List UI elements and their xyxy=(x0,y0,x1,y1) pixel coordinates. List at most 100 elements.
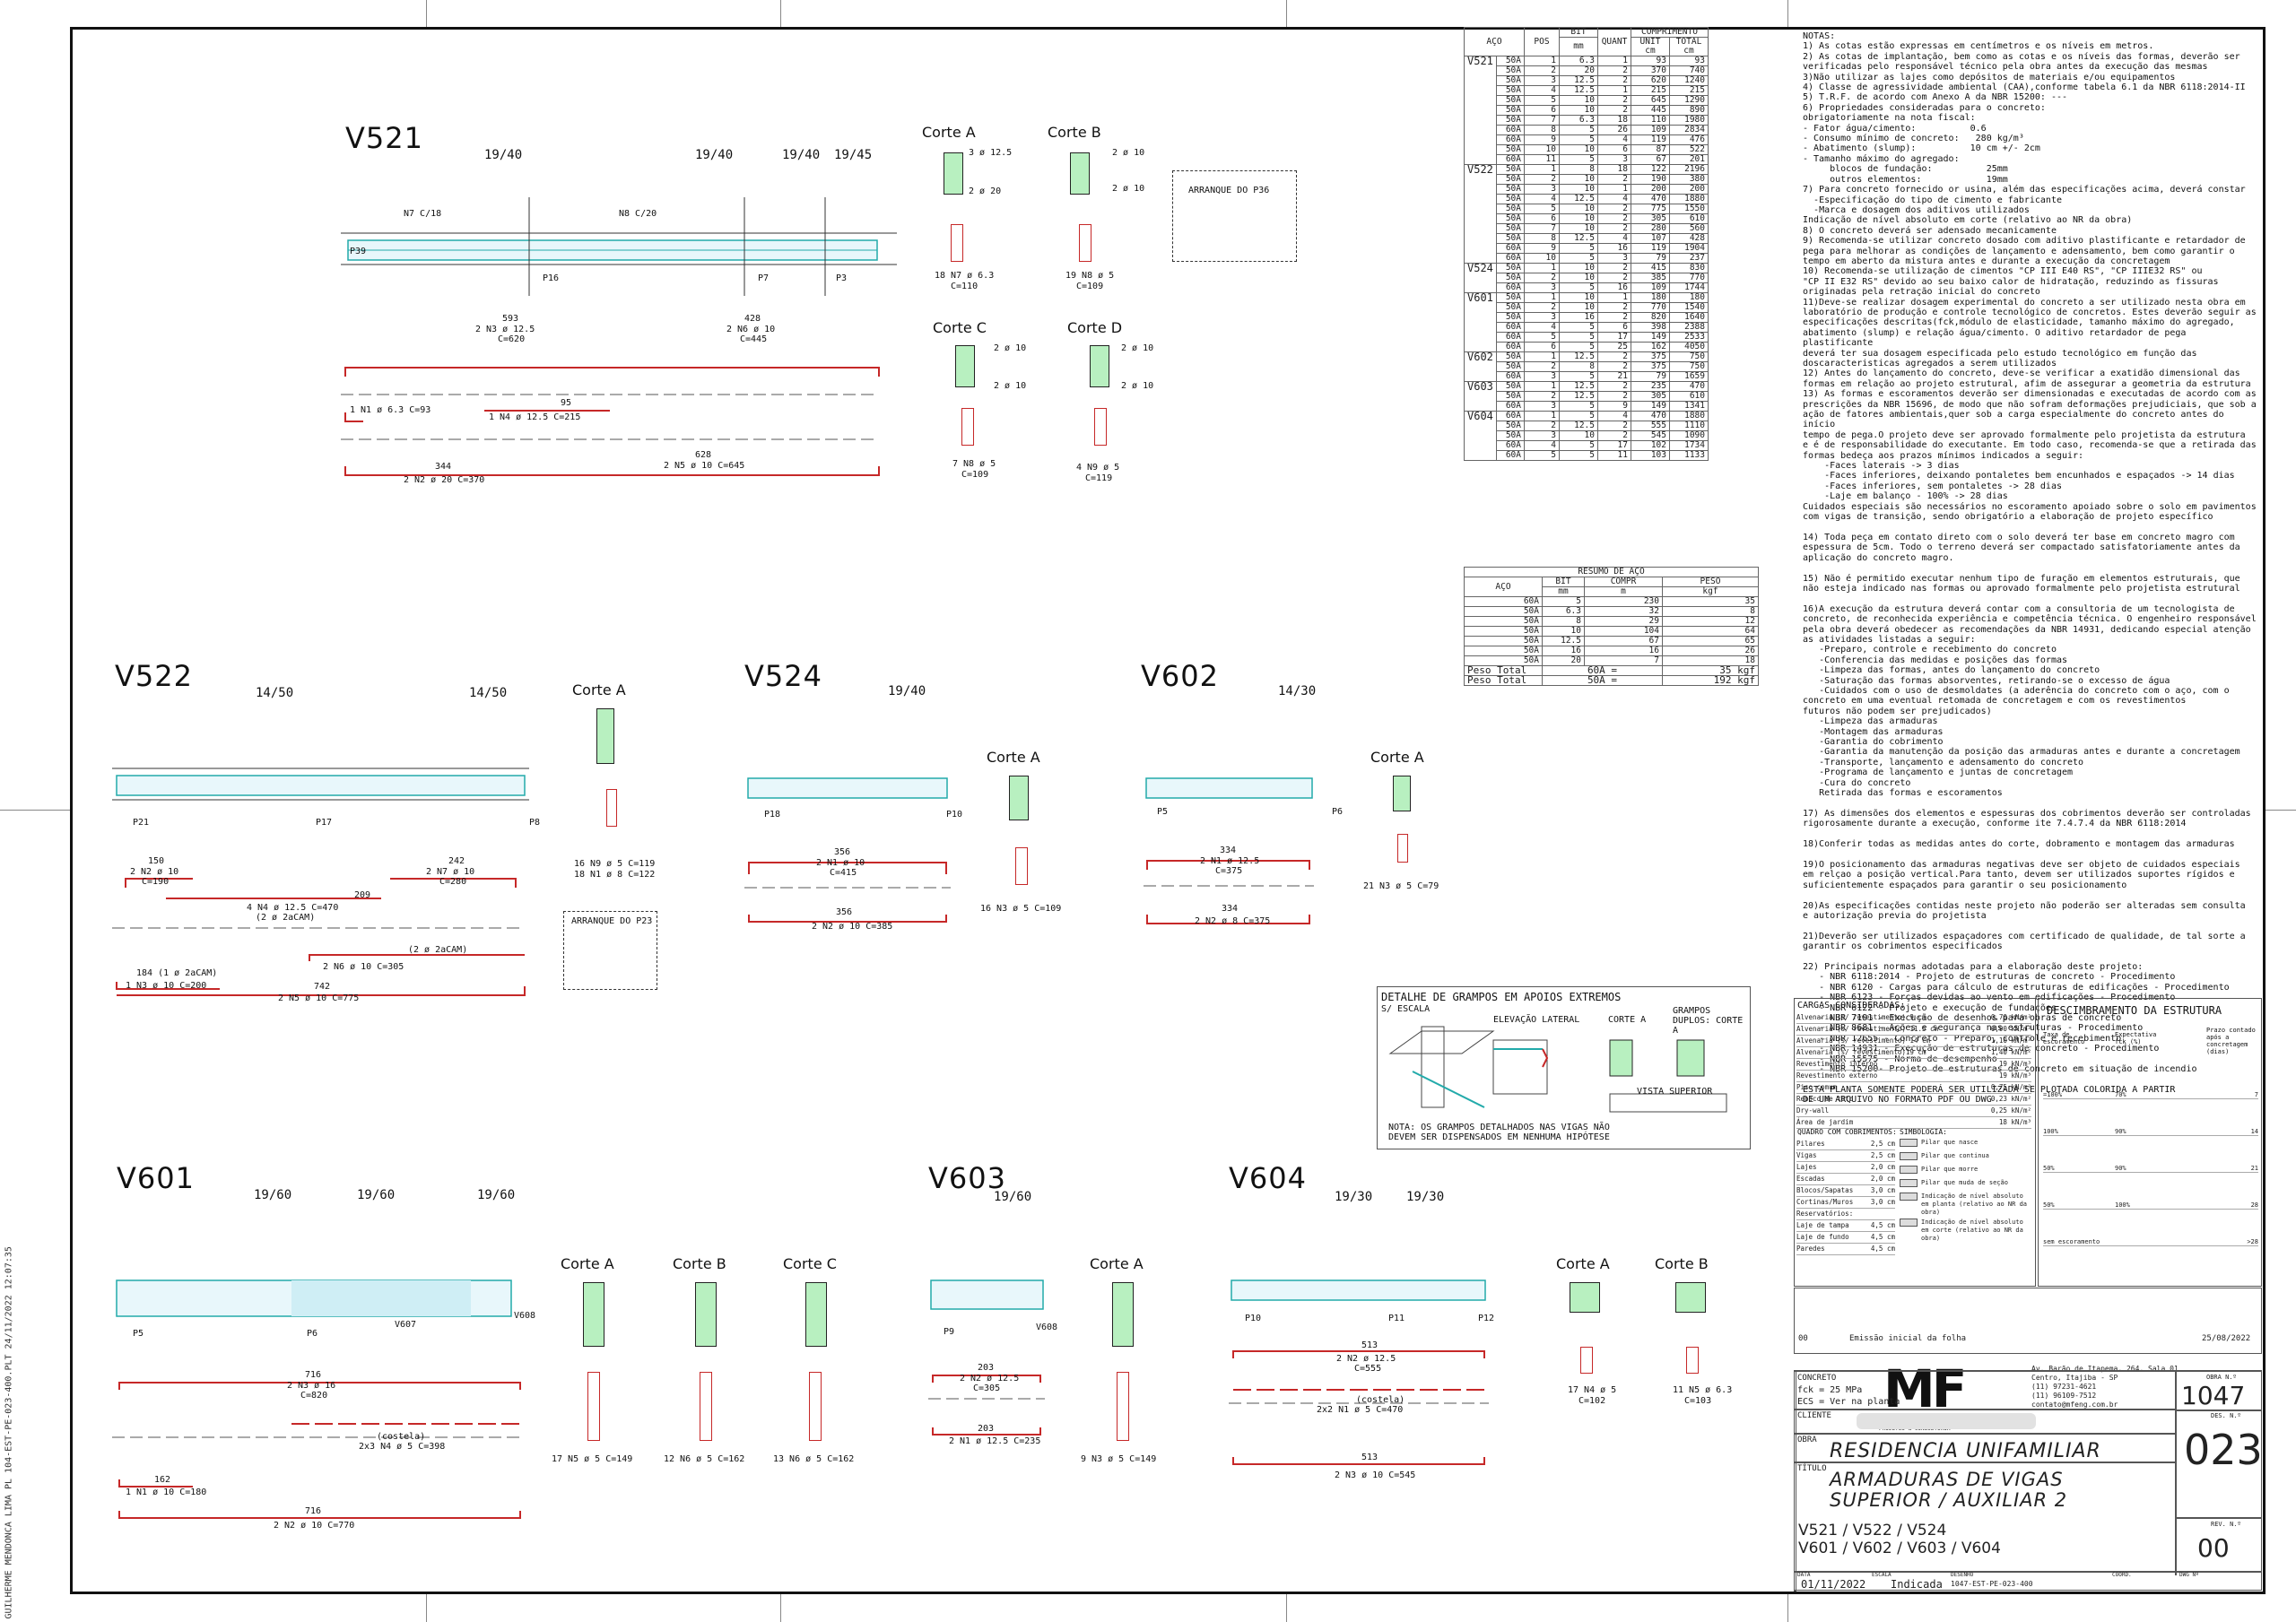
stirrup-view xyxy=(1580,1347,1593,1374)
bar-length: 334 xyxy=(1220,846,1237,855)
support-label: P9 xyxy=(944,1327,955,1337)
revision-date: 25/08/2022 xyxy=(2202,1334,2251,1343)
bar-length: 209 xyxy=(354,890,371,900)
stirrup-length: C=102 xyxy=(1578,1396,1606,1406)
bar-label: 184 (1 ø 2aCAM) xyxy=(136,968,218,978)
bar-label: C=280 xyxy=(439,877,467,887)
stirrup-label: 21 N3 ø 5 C=79 xyxy=(1363,881,1439,891)
bar-length: 356 xyxy=(836,907,853,917)
stirrup-label: 19 N8 ø 5 xyxy=(1065,271,1115,281)
grampos-label: CORTE A xyxy=(1608,1015,1647,1025)
bar-label: 2 N1 ø 10 xyxy=(816,858,865,868)
titulo-line2: SUPERIOR / AUXILIAR 2 xyxy=(1830,1489,2068,1511)
grampos-title: DETALHE DE GRAMPOS EM APOIOS EXTREMOS xyxy=(1381,991,1622,1003)
stirrup-label: 13 N6 ø 5 C=162 xyxy=(773,1454,855,1464)
descimbramento-row: sem escoramento>28 xyxy=(2043,1210,2258,1246)
obra-no-label: OBRA N.º xyxy=(2206,1374,2237,1381)
section-view xyxy=(1570,1282,1600,1313)
corte-title: Corte C xyxy=(933,319,987,336)
bar-label: 2 N1 ø 12.5 xyxy=(1200,856,1260,866)
support-label: P6 xyxy=(307,1329,318,1339)
grampos-subtitle: S/ ESCALA xyxy=(1381,1004,1431,1014)
bar-label: 2 N5 ø 10 C=645 xyxy=(664,461,745,471)
desenho-value: 1047-EST-PE-023-400 xyxy=(1951,1580,2033,1588)
simbologia-item: Pilar que continua xyxy=(1900,1152,2032,1164)
dwg-label: DWG Nº xyxy=(2179,1572,2199,1578)
stirrup-length: C=109 xyxy=(961,470,989,480)
grampos-label: VISTA SUPERIOR xyxy=(1637,1087,1713,1097)
bar-label: 2 ø 10 xyxy=(1121,381,1154,391)
bar-length: 162 xyxy=(154,1475,171,1485)
steel-beam-label: V601 xyxy=(1464,292,1497,352)
cobrimento-row: Reservatórios: xyxy=(1796,1209,1895,1220)
stirrup-label: 18 N7 ø 6.3 xyxy=(935,271,995,281)
section-view xyxy=(583,1282,604,1347)
bar-label: C=620 xyxy=(498,334,526,344)
cobrimentos-title: QUADRO COM COBRIMENTOS: xyxy=(1797,1128,1897,1136)
vigas-line2: V601 / V602 / V603 / V604 xyxy=(1798,1540,2001,1557)
arranque-p36-box xyxy=(1172,170,1297,262)
descimbramento-row: 50%90%21 xyxy=(2043,1136,2258,1173)
escala-value: Indicada xyxy=(1891,1578,1943,1591)
stirrup-view xyxy=(951,224,963,262)
arranque-p23-box xyxy=(563,911,657,990)
bar-label: 2 ø 10 xyxy=(994,343,1027,353)
arranque-title: ARRANQUE DO P23 xyxy=(571,916,653,926)
plot-stamp: GUILHERME MENDONCA LIMA PL 104-EST-PE-02… xyxy=(4,1246,14,1619)
descimbramento-row: =100%70%7 xyxy=(2043,1063,2258,1099)
section-mark: 14/50 xyxy=(469,686,508,700)
section-mark: 19/40 xyxy=(695,148,734,162)
bar-label: 1 N4 ø 12.5 C=215 xyxy=(489,412,581,422)
corte-title: Corte A xyxy=(987,749,1040,766)
simbologia-item: Pilar que muda de seção xyxy=(1900,1179,2032,1191)
section-mark: 19/60 xyxy=(357,1188,396,1202)
section-view xyxy=(1675,1282,1706,1313)
bar-label: C=555 xyxy=(1354,1364,1382,1374)
simbologia-title: SIMBOLOGIA: xyxy=(1900,1128,1947,1136)
stirrup-view xyxy=(809,1372,822,1441)
bar-label: 1 N3 ø 10 C=200 xyxy=(126,981,207,991)
stirrup-label: 17 N5 ø 5 C=149 xyxy=(552,1454,633,1464)
cliente-redacted xyxy=(1857,1413,2036,1429)
stirrup-label: N7 C/18 xyxy=(404,209,442,219)
titulo-label: TÍTULO xyxy=(1797,1464,1827,1473)
bar-label: 1 N1 ø 10 C=180 xyxy=(126,1488,207,1497)
general-notes: NOTAS: 1) As cotas estão expressas em ce… xyxy=(1803,31,2257,1106)
section-mark: 19/40 xyxy=(888,684,926,698)
bar-label: 2 N2 ø 12.5 xyxy=(1336,1354,1396,1364)
simbologia-item: Indicação de nível absoluto em planta (r… xyxy=(1900,1193,2032,1217)
cliente-label: CLIENTE xyxy=(1797,1411,1831,1420)
fck-value: fck = 25 MPa xyxy=(1797,1385,1863,1395)
stirrup-view xyxy=(1686,1347,1699,1374)
beam-v604-drawing xyxy=(1229,1279,1489,1465)
stirrup-label: N8 C/20 xyxy=(619,209,657,219)
bar-label: 2 N2 ø 10 xyxy=(130,867,179,877)
section-view xyxy=(1090,345,1109,387)
revision-number: 00 xyxy=(1798,1334,1808,1343)
support-label: P11 xyxy=(1388,1314,1405,1323)
title-block xyxy=(1794,1370,2262,1591)
support-label: P10 xyxy=(1245,1314,1262,1323)
rev-no: 00 xyxy=(2197,1533,2230,1563)
